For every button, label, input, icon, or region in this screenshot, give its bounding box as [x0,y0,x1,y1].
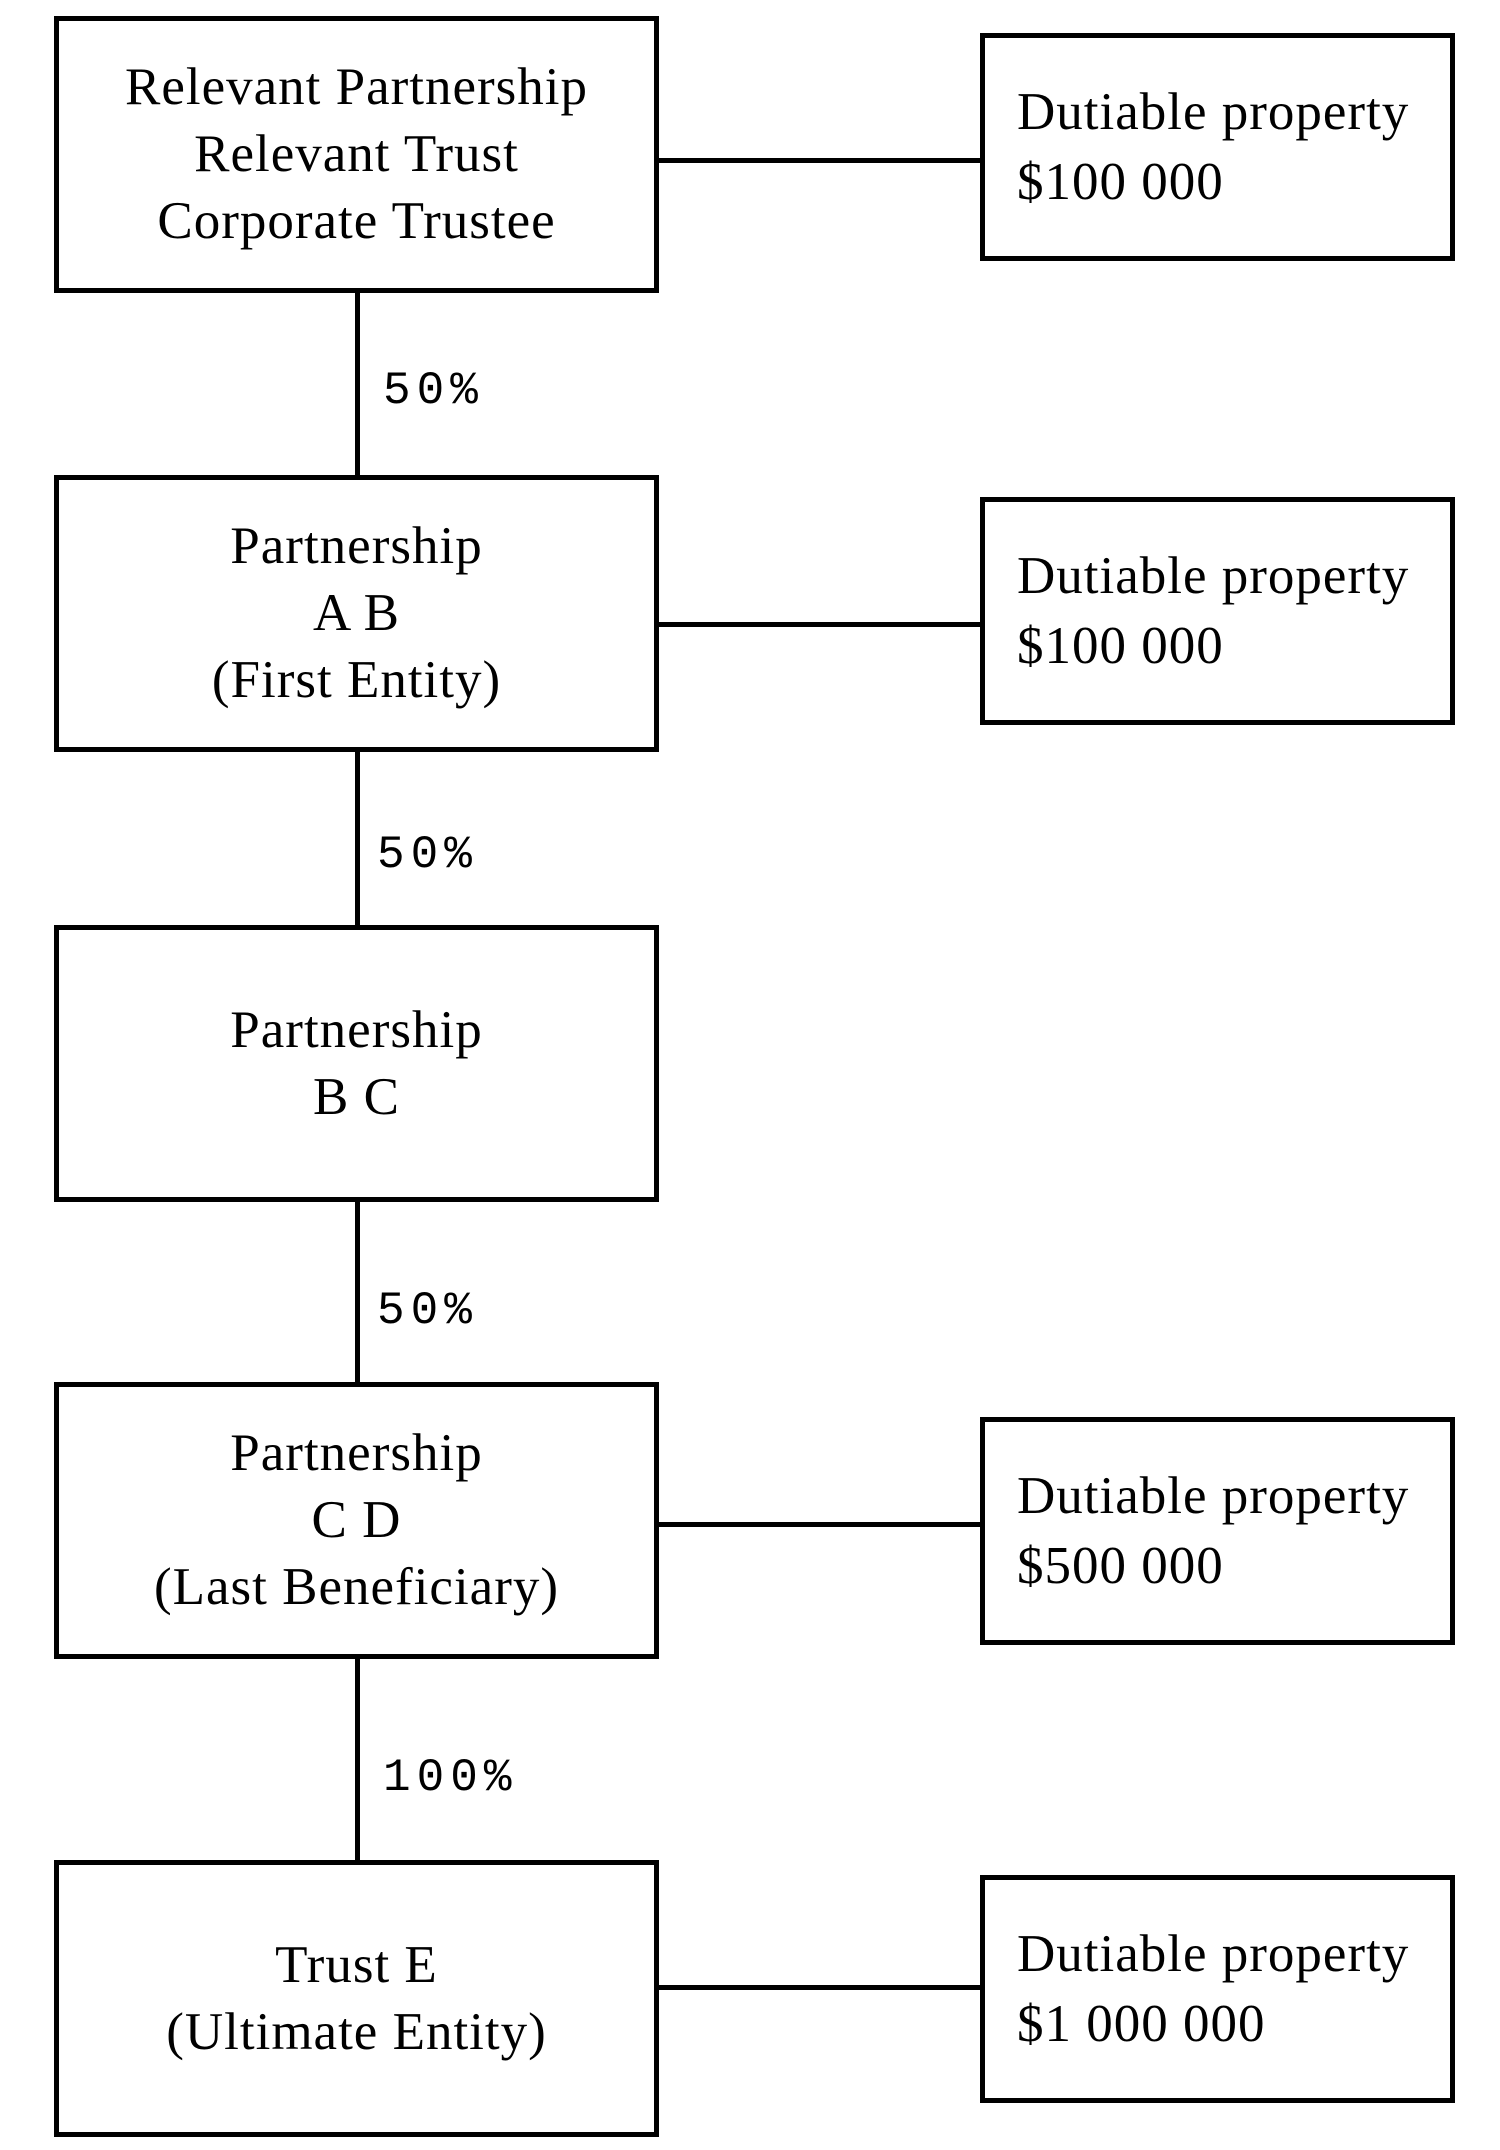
connector-line-1 [355,288,360,478]
entity-line: (Ultimate Entity) [166,2002,547,2061]
property-label: Dutiable property [1017,83,1410,141]
entity-partnership-bc: Partnership B C [54,925,659,1202]
property-value: $100 000 [1017,153,1224,211]
dutiable-property-box-2: Dutiable property $100 000 [980,497,1455,725]
entity-partnership-cd: Partnership C D (Last Beneficiary) [54,1382,659,1659]
property-value: $100 000 [1017,617,1224,675]
dutiable-property-box-1: Dutiable property $100 000 [980,33,1455,261]
connector-line-2 [355,748,360,928]
dutiable-property-box-3: Dutiable property $500 000 [980,1417,1455,1645]
entity-line: Relevant Partnership [124,58,589,116]
property-label: Dutiable property [1017,1925,1410,1983]
property-label: Dutiable property [1017,547,1410,605]
property-value: $1 000 000 [1017,1995,1266,2053]
entity-line: Corporate Trustee [157,192,556,250]
connector-line-3 [355,1200,360,1385]
entity-line: Trust E [275,1935,438,1994]
entity-partnership-ab: Partnership A B (First Entity) [54,475,659,752]
property-link-1 [655,158,980,163]
entity-relevant-partnership: Relevant Partnership Relevant Trust Corp… [54,16,659,293]
entity-line: A B [313,584,400,642]
entity-line: Partnership [230,1000,483,1059]
entity-trust-e: Trust E (Ultimate Entity) [54,1860,659,2137]
ownership-percent-4: 100% [383,1752,518,1804]
property-link-2 [655,622,980,627]
ownership-percent-2: 50% [377,829,478,881]
entity-line: (First Entity) [211,651,502,709]
dutiable-property-box-4: Dutiable property $1 000 000 [980,1875,1455,2103]
property-link-4 [655,1985,980,1990]
property-link-3 [655,1522,980,1527]
ownership-percent-3: 50% [377,1285,478,1337]
entity-line: C D [311,1491,402,1549]
entity-line: (Last Beneficiary) [154,1558,559,1616]
entity-line: Partnership [230,1424,483,1482]
entity-line: B C [313,1067,400,1126]
property-label: Dutiable property [1017,1467,1410,1525]
entity-line: Relevant Trust [194,125,519,183]
connector-line-4 [355,1655,360,1865]
property-value: $500 000 [1017,1537,1224,1595]
ownership-percent-1: 50% [383,365,484,417]
entity-line: Partnership [230,517,483,575]
